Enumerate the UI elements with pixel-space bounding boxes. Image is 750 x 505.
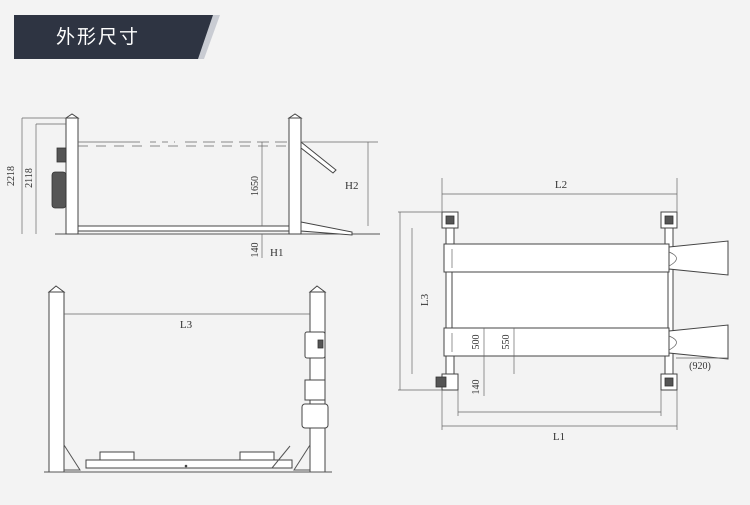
- front-left-column: [48, 291, 65, 473]
- front-platform: [85, 459, 293, 469]
- dim-140-top-label: 140: [471, 380, 482, 395]
- side-right-column-cap: [287, 113, 303, 119]
- top-middle-gap: [451, 271, 669, 329]
- dim-h1-label: H1: [270, 247, 283, 259]
- side-raised-ramp: [300, 140, 337, 174]
- front-control-knob: [317, 339, 324, 349]
- dim-2218-label: 2218: [6, 166, 17, 186]
- front-right-brace: [293, 444, 311, 471]
- header-band-shape: [14, 15, 220, 59]
- dim-920-label: (920): [689, 361, 711, 372]
- dim-l3-top-label: L3: [419, 293, 431, 306]
- top-ramp-upper: [668, 240, 729, 276]
- front-right-column-cap: [308, 285, 327, 293]
- dim-l3-front-label: L3: [180, 319, 193, 331]
- front-pump: [304, 379, 326, 401]
- section-title: 外形尺寸: [56, 26, 141, 48]
- top-runway-lower: [443, 327, 670, 357]
- front-handle: [271, 445, 291, 469]
- top-post-bottom-right-inner: [664, 377, 674, 387]
- side-control-box: [56, 147, 67, 163]
- front-left-pad: [99, 451, 135, 461]
- dim-140-side-label: 140: [250, 243, 261, 258]
- front-control-box: [304, 331, 326, 359]
- front-view: L3: [44, 285, 332, 473]
- top-ramp-lower: [668, 324, 729, 360]
- dim-2118-label: 2118: [24, 168, 35, 188]
- dim-500-label: 500: [471, 335, 482, 350]
- dim-l1-label: L1: [553, 431, 565, 443]
- top-post-top-left-inner: [445, 215, 455, 225]
- side-left-column-cap: [64, 113, 80, 119]
- front-motor: [301, 403, 329, 429]
- side-platform: [77, 225, 290, 232]
- top-motor-unit: [435, 376, 447, 388]
- side-left-column: [65, 117, 79, 235]
- front-right-pad: [239, 451, 275, 461]
- top-ramp-lower-curve: [668, 335, 677, 351]
- side-bottom-ramp: [300, 221, 353, 236]
- top-post-top-right-inner: [664, 215, 674, 225]
- top-ramp-upper-curve: [668, 251, 677, 267]
- front-left-column-cap: [47, 285, 66, 293]
- side-view: 2218 2118 1650 140 H1 H2: [6, 113, 380, 259]
- top-runway-upper: [443, 243, 670, 273]
- dim-l2-label: L2: [555, 179, 567, 191]
- dim-1650-label: 1650: [250, 176, 261, 196]
- dim-h2-label: H2: [345, 180, 358, 192]
- dim-550-label: 550: [501, 335, 512, 350]
- top-view: L2 L3 500 550 140 (920) L1: [398, 178, 729, 443]
- front-left-brace: [63, 444, 81, 471]
- side-right-column: [288, 117, 302, 235]
- front-center-mark: [184, 464, 188, 468]
- section-header: 外形尺寸: [14, 15, 220, 59]
- side-motor: [51, 171, 67, 209]
